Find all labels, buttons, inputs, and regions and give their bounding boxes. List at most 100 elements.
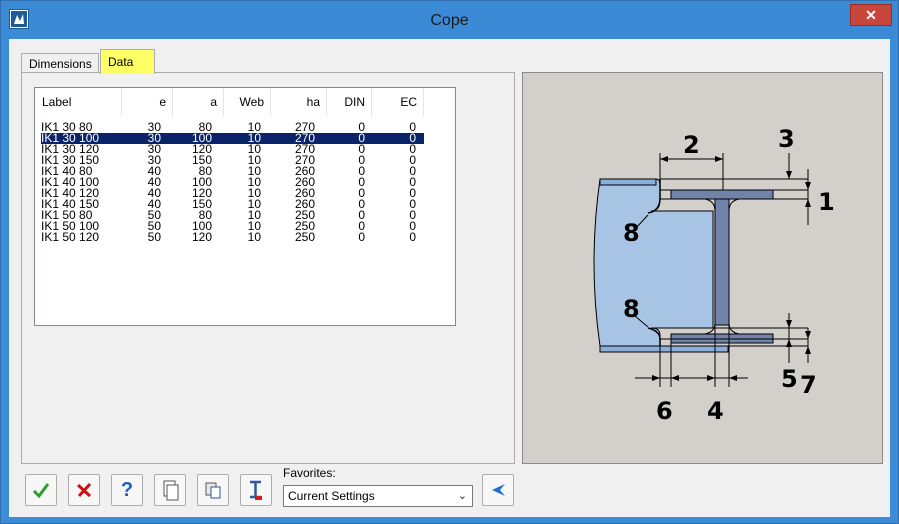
- cell-label: IK1 50 100: [41, 219, 100, 233]
- table-row[interactable]: IK1 40 80 40 80 10 260 0 0: [41, 164, 424, 178]
- arrow-left-icon: [492, 484, 505, 496]
- cell-ec: 0: [409, 120, 416, 134]
- cell-e: 30: [147, 120, 161, 134]
- cell-web: 10: [247, 186, 261, 200]
- dialog-client-area: Dimensions Data Label e a Web ha DIN EC …: [9, 39, 890, 517]
- favorites-label: Favorites:: [283, 466, 336, 480]
- column-header-web[interactable]: Web: [224, 88, 271, 116]
- table-row[interactable]: IK1 50 80 50 80 10 250 0 0: [41, 208, 424, 222]
- dim-label-7: 7: [800, 371, 817, 399]
- dim-label-8-top: 8: [623, 219, 640, 247]
- cell-din: 0: [358, 197, 365, 211]
- cell-ec: 0: [409, 230, 416, 244]
- ok-button[interactable]: [25, 474, 57, 506]
- cell-e: 50: [147, 208, 161, 222]
- tab-dimensions[interactable]: Dimensions: [21, 53, 99, 73]
- cell-a: 120: [191, 230, 212, 244]
- tab-panel-data: Label e a Web ha DIN EC IK1 30 80 30 80 10 2…: [21, 72, 515, 464]
- cell-label: IK1 50 80: [41, 208, 93, 222]
- dim-label-8-bottom: 8: [623, 295, 640, 323]
- help-button[interactable]: ?: [111, 474, 143, 506]
- cell-web: 10: [247, 208, 261, 222]
- cell-e: 30: [147, 131, 161, 145]
- cell-e: 50: [147, 230, 161, 244]
- cell-ha: 250: [294, 219, 315, 233]
- cell-ha: 260: [294, 186, 315, 200]
- data-list-view[interactable]: Label e a Web ha DIN EC IK1 30 80 30 80 10 2…: [34, 87, 456, 326]
- cancel-button[interactable]: [68, 474, 100, 506]
- column-header-label[interactable]: Label: [35, 88, 122, 116]
- cell-ec: 0: [409, 208, 416, 222]
- cell-label: IK1 40 120: [41, 186, 100, 200]
- cell-a: 150: [191, 153, 212, 167]
- dim-label-5: 5: [781, 365, 798, 393]
- cell-web: 10: [247, 153, 261, 167]
- cell-e: 40: [147, 197, 161, 211]
- cell-label: IK1 30 80: [41, 120, 93, 134]
- cell-ha: 260: [294, 164, 315, 178]
- paste-settings-button[interactable]: [197, 474, 229, 506]
- cell-din: 0: [358, 164, 365, 178]
- cell-ha: 260: [294, 175, 315, 189]
- column-header-din[interactable]: DIN: [327, 88, 372, 116]
- list-header: Label e a Web ha DIN EC: [35, 88, 455, 116]
- cell-label: IK1 50 120: [41, 230, 100, 244]
- cell-ec: 0: [409, 175, 416, 189]
- cell-din: 0: [358, 208, 365, 222]
- dim-label-3: 3: [778, 125, 795, 153]
- cell-web: 10: [247, 164, 261, 178]
- column-header-ec[interactable]: EC: [372, 88, 424, 116]
- cell-a: 100: [191, 131, 212, 145]
- title-bar[interactable]: Cope ✕: [1, 1, 898, 39]
- cell-label: IK1 30 100: [41, 131, 100, 145]
- cell-web: 10: [247, 230, 261, 244]
- cell-din: 0: [358, 142, 365, 156]
- column-header-e[interactable]: e: [122, 88, 173, 116]
- cell-ec: 0: [409, 164, 416, 178]
- cell-e: 40: [147, 186, 161, 200]
- close-button[interactable]: ✕: [850, 4, 892, 26]
- cell-label: IK1 30 150: [41, 153, 100, 167]
- copy-settings-button[interactable]: [154, 474, 186, 506]
- cell-e: 50: [147, 219, 161, 233]
- cell-label: IK1 30 120: [41, 142, 100, 156]
- cell-a: 100: [191, 175, 212, 189]
- favorites-value: Current Settings: [288, 489, 375, 503]
- clipboard-icon: [205, 482, 221, 499]
- cell-ha: 250: [294, 208, 315, 222]
- beam-select-icon: [250, 480, 262, 500]
- cell-a: 80: [198, 208, 212, 222]
- column-header-a[interactable]: a: [173, 88, 224, 116]
- cell-a: 150: [191, 197, 212, 211]
- cell-web: 10: [247, 142, 261, 156]
- cell-din: 0: [358, 219, 365, 233]
- cell-ec: 0: [409, 186, 416, 200]
- chevron-down-icon: ⌄: [457, 490, 467, 502]
- pick-beam-button[interactable]: [240, 474, 272, 506]
- dim-label-1: 1: [818, 188, 835, 216]
- cell-ha: 270: [294, 131, 315, 145]
- cell-label: IK1 40 80: [41, 164, 93, 178]
- cell-din: 0: [358, 153, 365, 167]
- cell-e: 40: [147, 164, 161, 178]
- cell-ec: 0: [409, 142, 416, 156]
- cell-a: 80: [198, 164, 212, 178]
- dim-label-6: 6: [656, 397, 673, 425]
- column-header-ha[interactable]: ha: [271, 88, 327, 116]
- tab-data[interactable]: Data: [100, 49, 155, 74]
- cell-ha: 270: [294, 120, 315, 134]
- cell-ha: 260: [294, 197, 315, 211]
- favorites-select[interactable]: Current Settings ⌄: [283, 485, 473, 507]
- cell-a: 120: [191, 186, 212, 200]
- apply-favorite-button[interactable]: [482, 474, 514, 506]
